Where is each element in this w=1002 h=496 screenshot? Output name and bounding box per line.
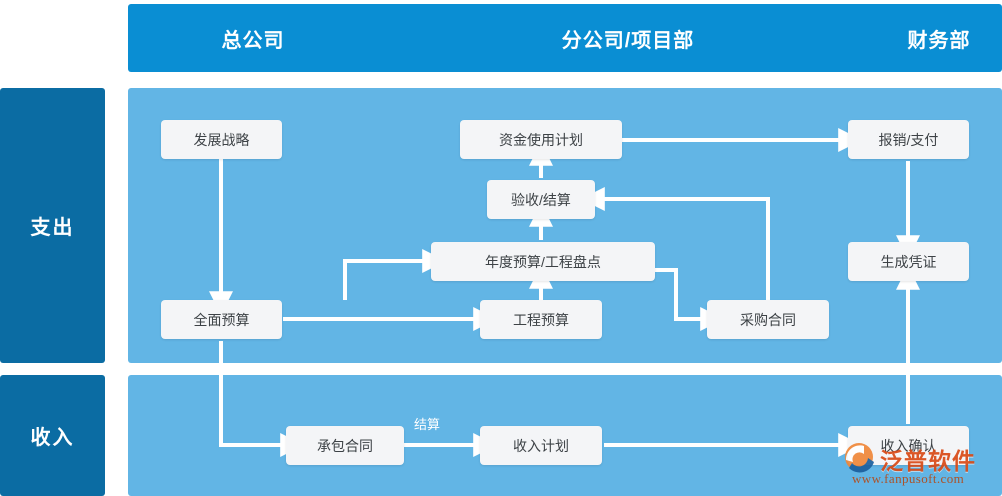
header-column-head-office: 总公司 (221, 29, 285, 52)
node-income-confirmation[interactable]: 收入确认 (848, 426, 969, 465)
rail-label-income: 收入 (0, 375, 105, 496)
node-reimbursement-payment[interactable]: 报销/支付 (848, 120, 969, 159)
rail-label-expense: 支出 (0, 88, 105, 363)
node-project-budget[interactable]: 工程预算 (480, 300, 602, 339)
node-contracting-agreement[interactable]: 承包合同 (286, 426, 404, 465)
edge-label-settlement: 结算 (414, 417, 441, 432)
node-overall-budget[interactable]: 全面预算 (161, 300, 282, 339)
node-generate-voucher[interactable]: 生成凭证 (848, 242, 969, 281)
node-fund-usage-plan[interactable]: 资金使用计划 (460, 120, 622, 159)
header-column-branch-project: 分公司/项目部 (561, 29, 695, 52)
header-bar: 总公司 分公司/项目部 财务部 (128, 4, 1002, 72)
node-income-plan[interactable]: 收入计划 (480, 426, 602, 465)
node-annual-budget-project-inventory[interactable]: 年度预算/工程盘点 (431, 242, 655, 281)
header-column-finance: 财务部 (907, 29, 971, 52)
node-purchase-contract[interactable]: 采购合同 (707, 300, 829, 339)
node-development-strategy[interactable]: 发展战略 (161, 120, 282, 159)
node-acceptance-settlement[interactable]: 验收/结算 (487, 180, 595, 219)
